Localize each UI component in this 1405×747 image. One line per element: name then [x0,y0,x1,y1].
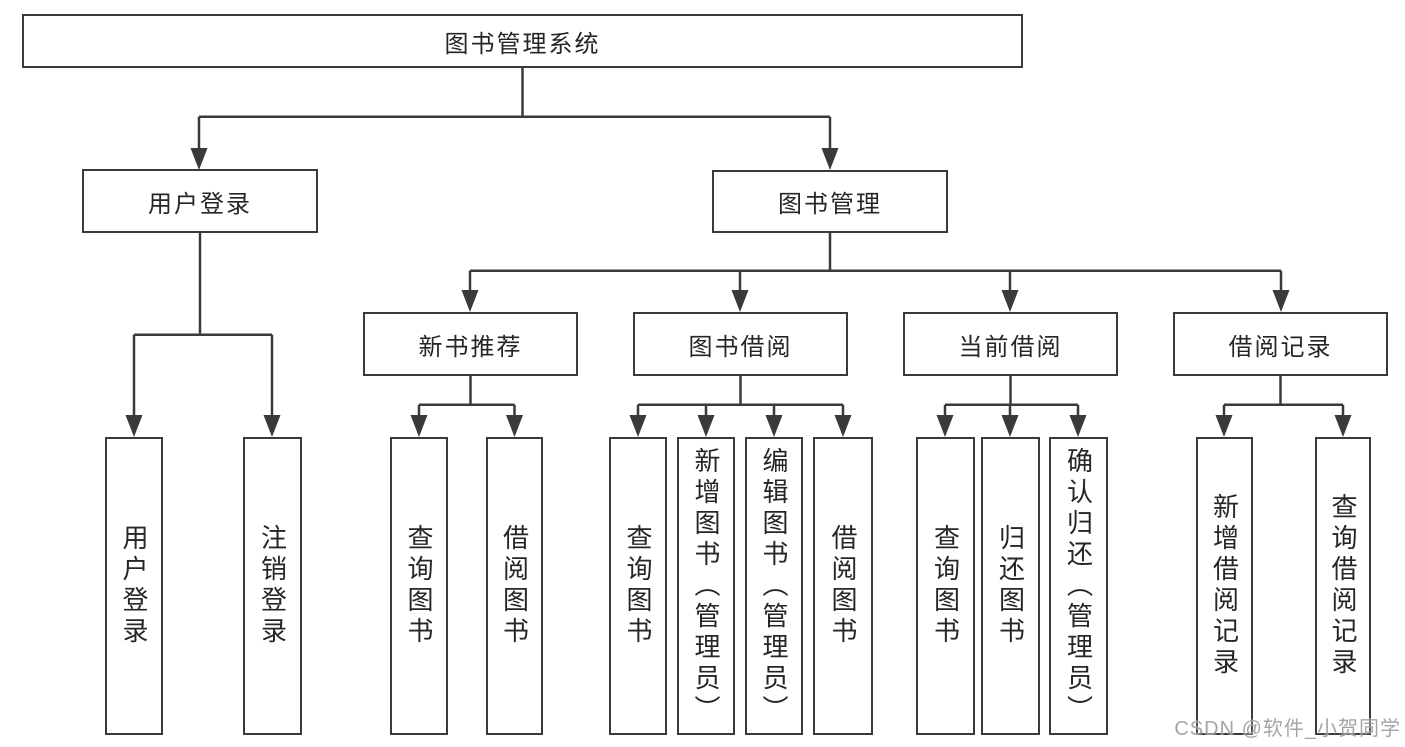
node-book-management-label: 图书管理 [778,191,882,218]
node-current-borrowing-label: 当前借阅 [958,333,1063,361]
node-root: 图书管理系统 [22,14,1023,68]
leaf-bb-borrow-books: 借阅图书 [813,437,873,735]
leaf-cb-return-books-label: 归还图书 [995,524,1026,648]
leaf-br-add-record-label: 新增借阅记录 [1209,493,1240,679]
leaf-bb-edit-books-admin: 编辑图书（管理员） [745,437,803,735]
node-new-book-recommendation-label: 新书推荐 [418,333,523,361]
node-book-management: 图书管理 [712,170,948,233]
node-new-book-recommendation: 新书推荐 [363,312,578,376]
leaf-bb-query-books: 查询图书 [609,437,667,735]
leaf-cb-return-books: 归还图书 [981,437,1040,735]
node-borrowing-records-label: 借阅记录 [1228,333,1333,361]
leaf-cb-query-books-label: 查询图书 [930,524,961,648]
leaf-nb-query-books-label: 查询图书 [404,524,434,648]
leaf-bb-query-books-label: 查询图书 [623,524,653,648]
leaf-nb-borrow-books: 借阅图书 [486,437,543,735]
leaf-logout-label: 注销登录 [257,524,288,648]
leaf-bb-add-books-admin-label: 新增图书（管理员） [691,446,721,726]
node-user-login-label: 用户登录 [148,190,252,218]
leaf-br-add-record: 新增借阅记录 [1196,437,1253,735]
leaf-br-query-record: 查询借阅记录 [1315,437,1371,735]
arrowheads [125,148,1352,437]
node-current-borrowing: 当前借阅 [903,312,1118,376]
leaf-cb-query-books: 查询图书 [916,437,975,735]
node-book-borrowing: 图书借阅 [633,312,848,376]
leaf-cb-confirm-return-admin-label: 确认归还（管理员） [1063,446,1094,726]
leaf-bb-add-books-admin: 新增图书（管理员） [677,437,735,735]
leaf-nb-query-books: 查询图书 [390,437,448,735]
leaf-cb-confirm-return-admin: 确认归还（管理员） [1049,437,1108,735]
leaf-user-login: 用户登录 [105,437,163,735]
leaf-user-login-label: 用户登录 [119,524,149,648]
node-borrowing-records: 借阅记录 [1173,312,1388,376]
leaf-logout: 注销登录 [243,437,302,735]
leaf-br-query-record-label: 查询借阅记录 [1328,493,1358,679]
leaf-bb-borrow-books-label: 借阅图书 [828,524,858,648]
node-user-login: 用户登录 [82,169,318,233]
node-root-label: 图书管理系统 [444,30,601,58]
csdn-watermark: CSDN @软件_小贺同学 [1174,718,1401,740]
node-book-borrowing-label: 图书借阅 [688,333,793,361]
leaf-bb-edit-books-admin-label: 编辑图书（管理员） [759,446,789,726]
leaf-nb-borrow-books-label: 借阅图书 [499,524,530,648]
